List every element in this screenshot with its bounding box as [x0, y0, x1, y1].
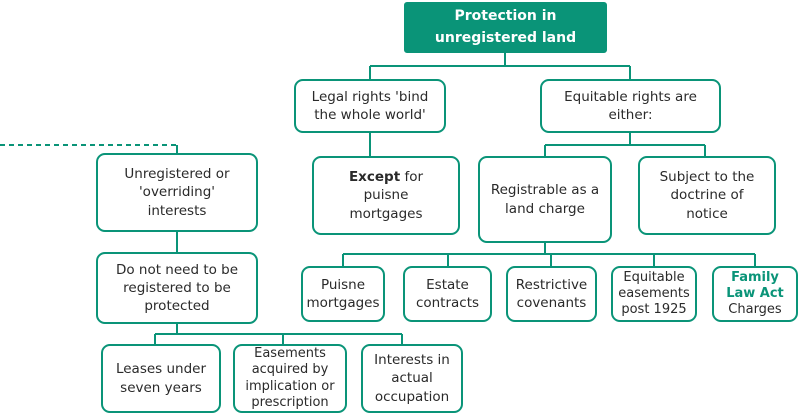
- leases-box: Leases under seven years: [101, 344, 221, 413]
- family-law-act-box: Family Law Act Charges: [712, 266, 798, 322]
- registrable-land-charge-box: Registrable as a land charge: [478, 156, 612, 243]
- equitable-easements-box: Equitable easements post 1925: [611, 266, 697, 322]
- doctrine-of-notice-box: Subject to the doctrine of notice: [638, 156, 776, 235]
- unregistered-interests-box: Unregistered or 'overriding' interests: [96, 153, 258, 232]
- interests-occupation-box: Interests in actual occupation: [361, 344, 463, 413]
- except-puisne-box: Except for puisne mortgages: [312, 156, 460, 235]
- legal-rights-box: Legal rights 'bind the whole world': [294, 79, 446, 133]
- title-box: Protection in unregistered land: [404, 2, 607, 53]
- do-not-need-registered-box: Do not need to be registered to be prote…: [96, 252, 258, 324]
- restrictive-covenants-box: Restrictive covenants: [506, 266, 597, 322]
- puisne-mortgages-box: Puisne mortgages: [301, 266, 385, 322]
- easements-acquired-box: Easements acquired by implication or pre…: [233, 344, 347, 413]
- estate-contracts-box: Estate contracts: [403, 266, 492, 322]
- equitable-rights-box: Equitable rights are either:: [540, 79, 721, 133]
